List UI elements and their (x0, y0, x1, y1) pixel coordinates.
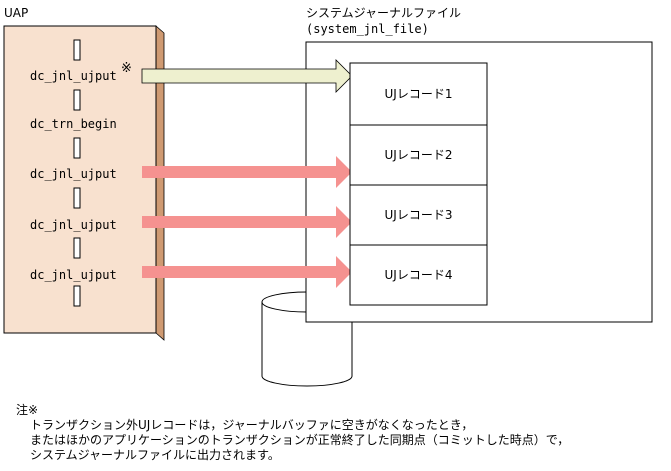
process-bar (73, 39, 81, 61)
uap-title: UAP (4, 6, 29, 20)
note-line-1: トランザクション外UJレコードは，ジャーナルバッファに空きがなくなったとき， (30, 418, 474, 432)
process-bar (73, 89, 81, 111)
note-mark: ※ (121, 61, 132, 76)
record-label-4: UJレコード4 (384, 268, 453, 282)
record-label-3: UJレコード3 (384, 208, 453, 222)
process-bar (73, 187, 81, 209)
record-box-4 (349, 244, 488, 306)
note-line-2: またはほかのアプリケーションのトランザクションが正常終了した同期点（コミットした… (30, 433, 570, 447)
call-ujput-outside: dc_jnl_ujput (30, 69, 117, 83)
record-label-2: UJレコード2 (384, 148, 453, 162)
journal-title: システムジャーナルファイル (306, 6, 462, 20)
note-line-3: システムジャーナルファイルに出力されます。 (30, 448, 280, 462)
process-bar (73, 237, 81, 259)
record-label-1: UJレコード1 (384, 87, 453, 101)
arrow-record-2 (142, 156, 352, 188)
arrow-record-3 (142, 206, 352, 238)
record-box-3 (349, 184, 488, 246)
call-ujput-4: dc_jnl_ujput (30, 268, 117, 282)
note-heading: 注※ (16, 403, 39, 417)
process-bar (73, 137, 81, 159)
call-ujput-3: dc_jnl_ujput (30, 218, 117, 232)
uap-panel (3, 25, 165, 341)
arrow-record-4 (142, 256, 352, 288)
journal-subtitle: (system_jnl_file) (306, 22, 429, 36)
call-trn-begin: dc_trn_begin (30, 117, 117, 131)
arrow-outside-transaction (141, 59, 353, 93)
call-ujput-2: dc_jnl_ujput (30, 167, 117, 181)
process-bar (73, 285, 81, 307)
